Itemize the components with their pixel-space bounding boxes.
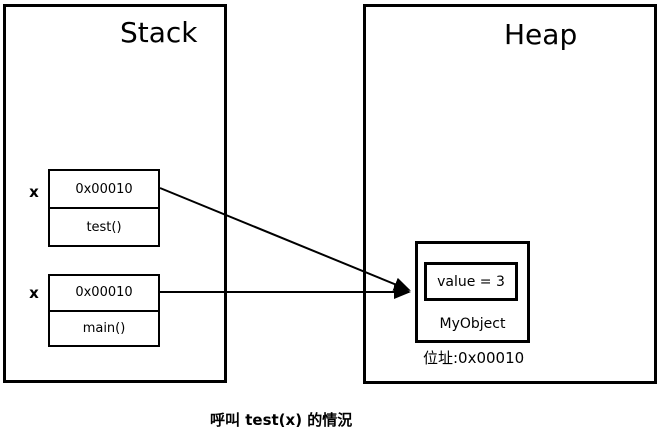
object-value-box: value = 3 bbox=[424, 262, 518, 301]
stack-title: Stack bbox=[120, 16, 198, 49]
frame-test-address: 0x00010 bbox=[50, 171, 158, 209]
frame-test-function: test() bbox=[86, 219, 122, 235]
object-address-label: 位址:0x00010 bbox=[423, 349, 525, 367]
variable-label-x-test: x bbox=[29, 183, 39, 201]
object-class-name: MyObject bbox=[439, 316, 506, 332]
stack-frame-test: 0x00010 test() bbox=[48, 169, 160, 247]
heap-title: Heap bbox=[504, 18, 578, 51]
frame-main-address: 0x00010 bbox=[50, 276, 158, 312]
variable-label-x-main: x bbox=[29, 284, 39, 302]
stack-frame-main: 0x00010 main() bbox=[48, 274, 160, 347]
diagram-caption: 呼叫 test(x) 的情況 bbox=[210, 411, 353, 429]
frame-main-function: main() bbox=[82, 320, 126, 336]
